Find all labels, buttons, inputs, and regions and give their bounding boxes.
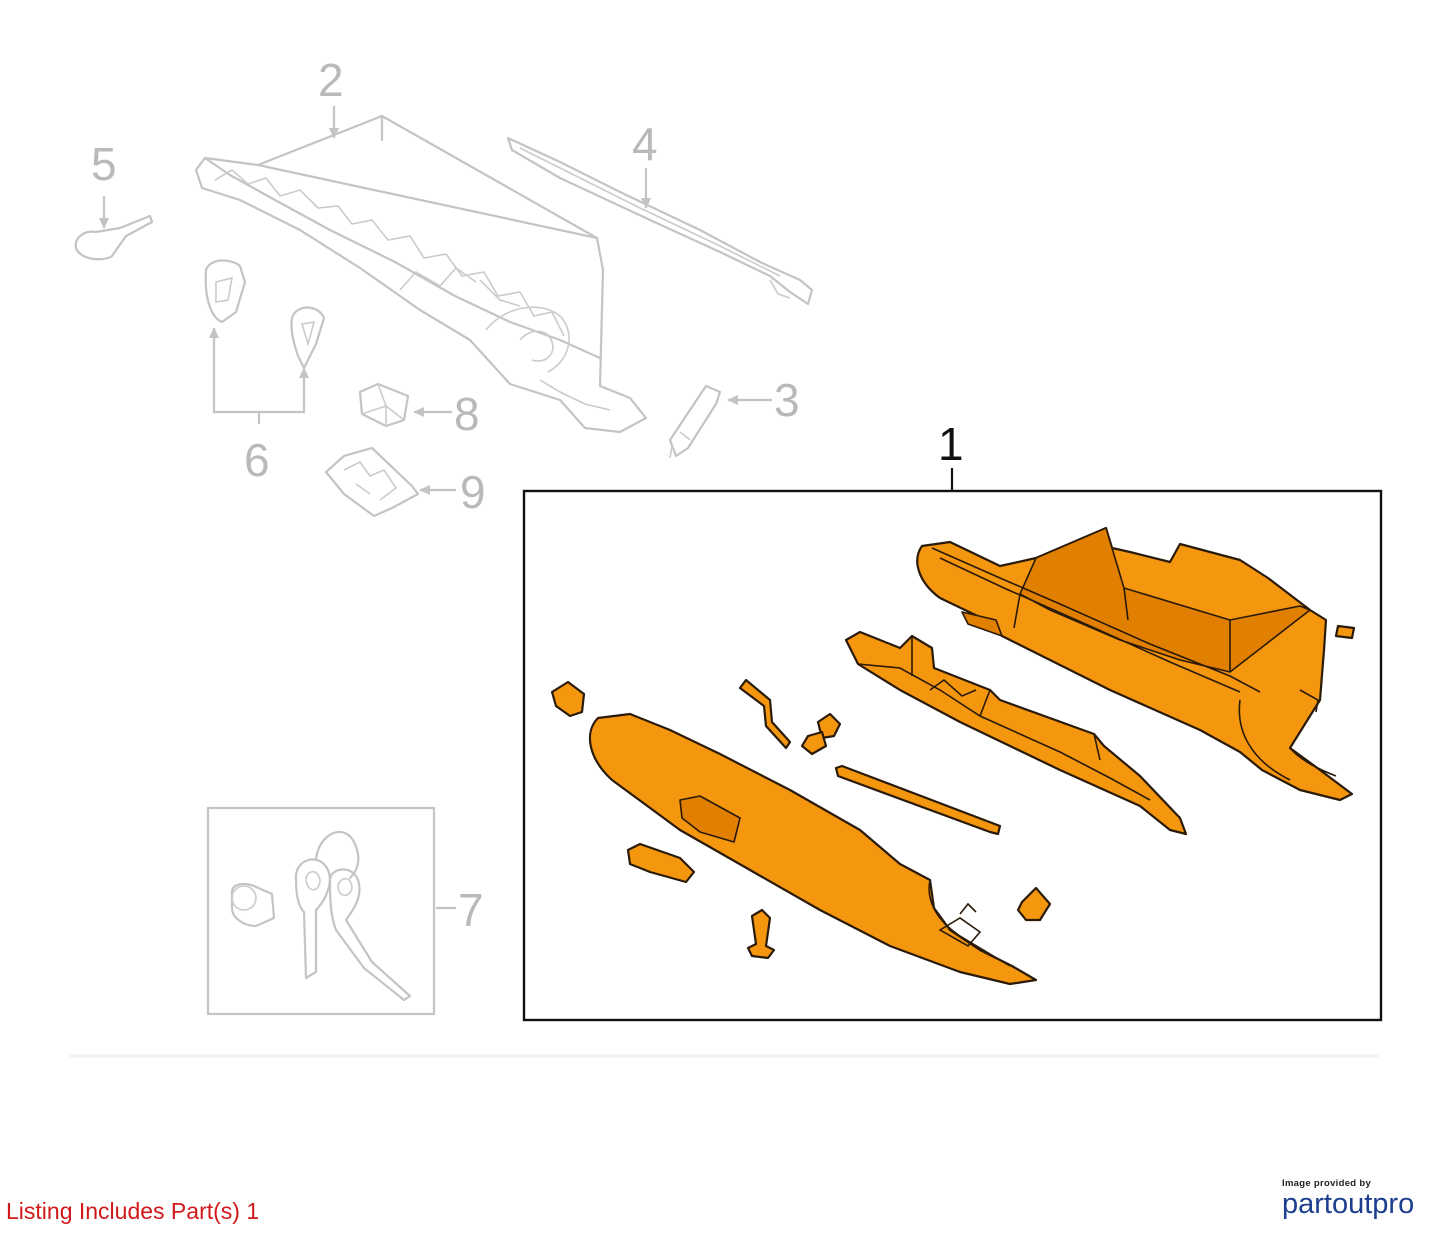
ghost-part-6-latches	[204, 259, 326, 370]
callout-2: 2	[318, 54, 344, 106]
ghost-part-3-damper	[668, 384, 722, 459]
ghost-part-7-lock-kit	[206, 806, 436, 1016]
ghost-part-4-bar	[506, 136, 814, 306]
callout-6: 6	[244, 434, 270, 486]
highlighted-part-1-glove-box	[550, 526, 1356, 986]
callout-5: 5	[91, 138, 117, 190]
brand-caption: Image provided by	[1282, 1178, 1372, 1189]
callout-9: 9	[460, 466, 486, 518]
ghost-part-5-bulb	[74, 214, 154, 261]
part-1-frame	[522, 489, 1383, 1022]
ghost-part-2-housing	[194, 114, 648, 434]
brand-name: partoutpro	[1282, 1188, 1415, 1220]
ghost-part-8-block	[358, 382, 410, 428]
callout-4: 4	[632, 118, 658, 170]
ghost-leaders	[99, 106, 772, 910]
brand-logo: Image provided by partoutpro	[1282, 1178, 1432, 1221]
callout-7: 7	[458, 884, 484, 936]
ghost-part-9-catch	[324, 446, 420, 518]
callout-3: 3	[774, 374, 800, 426]
callout-8: 8	[454, 388, 480, 440]
listing-includes-text: Listing Includes Part(s) 1	[6, 1198, 260, 1224]
callout-1: 1	[938, 418, 964, 470]
